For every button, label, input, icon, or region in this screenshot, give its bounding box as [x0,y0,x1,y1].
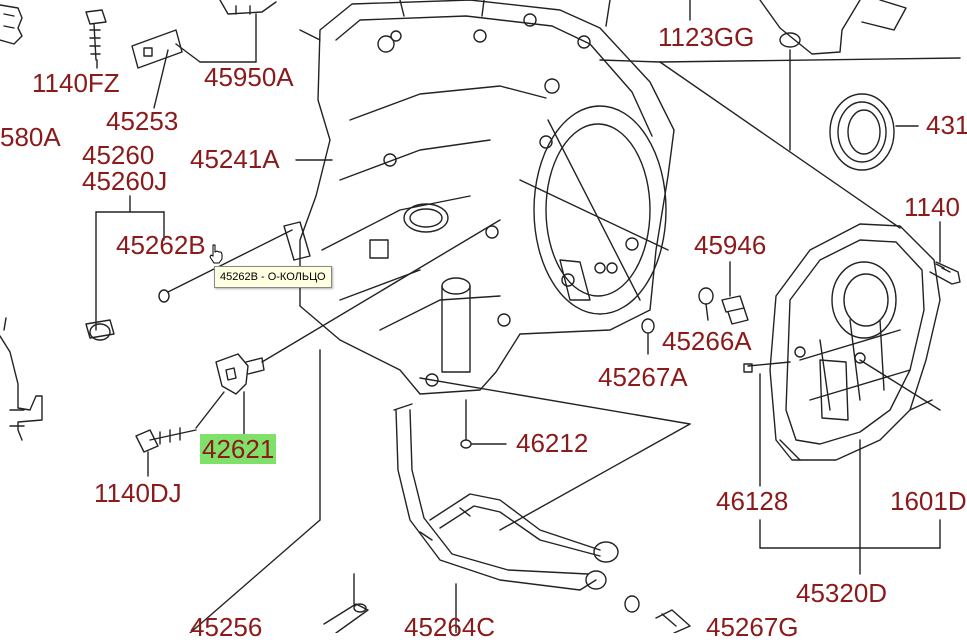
label-42621[interactable]: 42621 [200,434,277,464]
label-45267a[interactable]: 45267A [598,362,688,392]
pin-46128[interactable] [743,361,791,373]
bolt-1140dj[interactable] [135,427,197,453]
label-45950a[interactable]: 45950A [204,62,294,92]
drain-plug[interactable] [85,319,115,341]
label-45264c[interactable]: 45264C [404,612,496,642]
washer-45266[interactable] [698,287,714,305]
label-45946[interactable]: 45946 [694,230,767,260]
speed-sensor-42621[interactable] [215,353,265,395]
bolt-1140-right[interactable] [929,261,961,285]
gear-part[interactable] [0,4,23,45]
washer-bottom[interactable] [624,595,640,613]
pipe-left[interactable] [0,317,43,441]
label-45266a[interactable]: 45266A [662,326,752,356]
label-45253[interactable]: 45253 [106,106,179,136]
label-431[interactable]: 431 [926,110,967,140]
label-45260j[interactable]: 45260J [82,166,168,196]
label-1140-right[interactable]: 1140 [904,192,960,222]
tooltip: 45262B - О-КОЛЬЦО [214,266,332,288]
label-45256[interactable]: 45256 [190,612,263,642]
bolt-1140fz[interactable] [85,9,107,61]
label-1601d[interactable]: 1601D [890,486,967,516]
label-45267g[interactable]: 45267G [706,612,799,642]
transmission-cover-45320d[interactable] [769,223,941,461]
o-ring-45262b[interactable] [158,289,170,303]
oil-seal-431[interactable] [829,93,895,171]
label-42621-highlight: 42621 [200,434,277,464]
label-46128[interactable]: 46128 [716,486,789,516]
bolt-45267g[interactable] [655,609,691,633]
label-45241a[interactable]: 45241A [190,144,280,174]
label-45320d[interactable]: 45320D [796,578,888,608]
transmission-housing[interactable] [283,0,675,395]
bracket-1123gg[interactable] [759,0,907,55]
label-1123gg[interactable]: 1123GG [658,22,755,52]
bracket-45256[interactable] [323,603,369,633]
oil-pipe-45264c[interactable] [393,403,619,591]
label-1140fz[interactable]: 1140FZ [32,68,120,98]
part-45950a[interactable] [219,0,277,15]
label-45262b[interactable]: 45262B [116,230,206,260]
label-580a[interactable]: 580A [0,122,61,152]
plug-45946[interactable] [721,295,749,325]
label-45260[interactable]: 45260 [82,140,155,170]
label-46212[interactable]: 46212 [516,428,589,458]
washer-45267[interactable] [641,318,655,334]
washer-46212[interactable] [460,439,472,449]
hand-pointer-icon [209,244,223,264]
bracket-45253[interactable] [131,29,183,69]
label-1140dj[interactable]: 1140DJ [94,478,182,508]
